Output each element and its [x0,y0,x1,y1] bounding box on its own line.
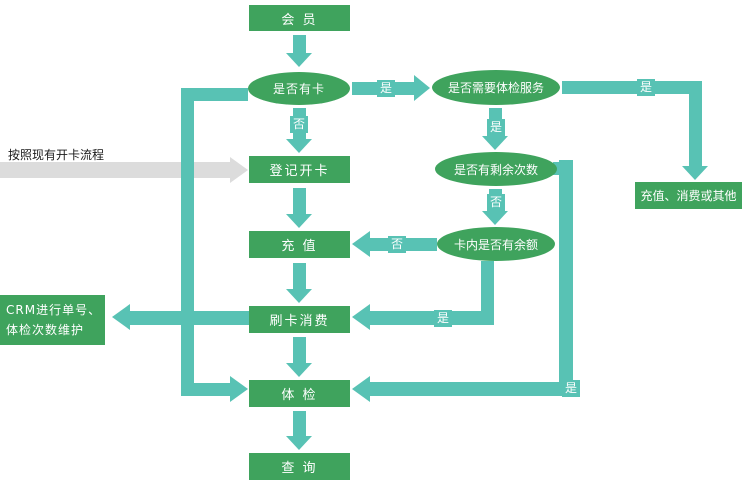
node-recharge-label: 充 值 [281,239,318,254]
edge-label-no-register: 否 [290,116,308,133]
edge-label-yes-remaining: 是 [487,119,505,136]
node-register-card-label: 登记开卡 [269,164,330,179]
node-swipe-consume-label: 刷卡消费 [269,314,330,329]
arrow-hascard-register-head [286,139,312,153]
node-checkup-label: 体 检 [281,388,318,403]
arrow-swipe-checkup-head [286,363,312,377]
arrow-checkup-query-head [286,436,312,450]
edge-label-yes-needcheckup: 是 [377,80,395,97]
arrow-remaining-checkup-connector [553,162,563,175]
arrow-recharge-swipe-head [286,289,312,303]
node-query: 查 询 [249,453,350,480]
arrow-hascard-needcheckup-head [414,75,430,101]
node-has-remaining-times: 是否有剩余次数 [435,152,557,186]
arrow-recharge-swipe-shaft [293,263,306,290]
arrow-swipe-crm-shaft [130,311,249,325]
arrow-needcheckup-other-hshaft [562,81,702,94]
node-recharge: 充 值 [249,231,350,258]
arrowhead-into-checkup-left [230,376,248,402]
gray-arrow-shaft [0,162,230,178]
arrow-register-recharge-shaft [293,188,306,215]
node-has-card: 是否有卡 [248,72,350,105]
node-need-checkup-service: 是否需要体检服务 [432,70,560,105]
arrow-remaining-checkup-head [352,376,370,402]
node-has-remaining-times-label: 是否有剩余次数 [453,162,538,177]
node-card-has-balance: 卡内是否有余额 [437,227,555,261]
arrow-swipe-checkup-shaft [293,337,306,364]
node-checkup: 体 检 [249,380,350,407]
node-recharge-consume-other-label: 充值、消费或其他 [640,189,737,203]
edge-label-no-balance: 否 [487,194,505,211]
node-has-card-label: 是否有卡 [272,82,325,96]
node-swipe-consume: 刷卡消费 [249,306,350,333]
arrow-balance-swipe-head [352,304,370,330]
node-register-card: 登记开卡 [249,156,350,183]
connector-hascard-checkup-vertical [181,88,194,396]
node-crm-maintain-line1: CRM进行单号、 [6,303,102,317]
node-query-label: 查 询 [281,461,318,476]
arrow-needcheckup-remaining-head [482,136,508,150]
arrow-checkup-query-shaft [293,411,306,437]
arrow-member-hascard-head [286,53,312,67]
arrow-balance-recharge-head [352,231,370,257]
node-need-checkup-service-label: 是否需要体检服务 [447,81,544,95]
arrow-remaining-checkup-vshaft [559,160,573,396]
annotation-existing-process: 按照现有开卡流程 [8,148,105,162]
connector-hascard-checkup-bottom [194,383,230,396]
gray-arrowhead-into-register [230,157,248,183]
node-crm-maintain: CRM进行单号、 体检次数维护 [0,295,105,345]
arrow-balance-swipe-hshaft [370,311,481,325]
edge-label-yes-other: 是 [637,79,655,96]
arrow-swipe-crm-head [112,304,130,330]
node-member-label: 会 员 [281,12,318,28]
edge-label-yes-swipe: 是 [434,310,452,327]
connector-hascard-checkup-top [194,88,248,101]
arrow-balance-swipe-vshaft [481,261,494,325]
arrow-register-recharge-head [286,214,312,228]
arrow-member-hascard-shaft [293,35,306,54]
edge-label-no-recharge: 否 [388,236,406,253]
arrow-needcheckup-other-vshaft [689,81,702,167]
node-recharge-consume-other: 充值、消费或其他 [635,182,742,209]
node-member: 会 员 [249,5,350,31]
edge-label-yes-checkup: 是 [562,380,580,397]
node-card-has-balance-label: 卡内是否有余额 [453,237,538,252]
arrow-needcheckup-other-head [682,166,708,180]
node-crm-maintain-line2: 体检次数维护 [6,323,85,337]
arrow-remaining-checkup-hshaft [370,382,559,396]
arrow-remaining-balance-head [482,211,508,225]
